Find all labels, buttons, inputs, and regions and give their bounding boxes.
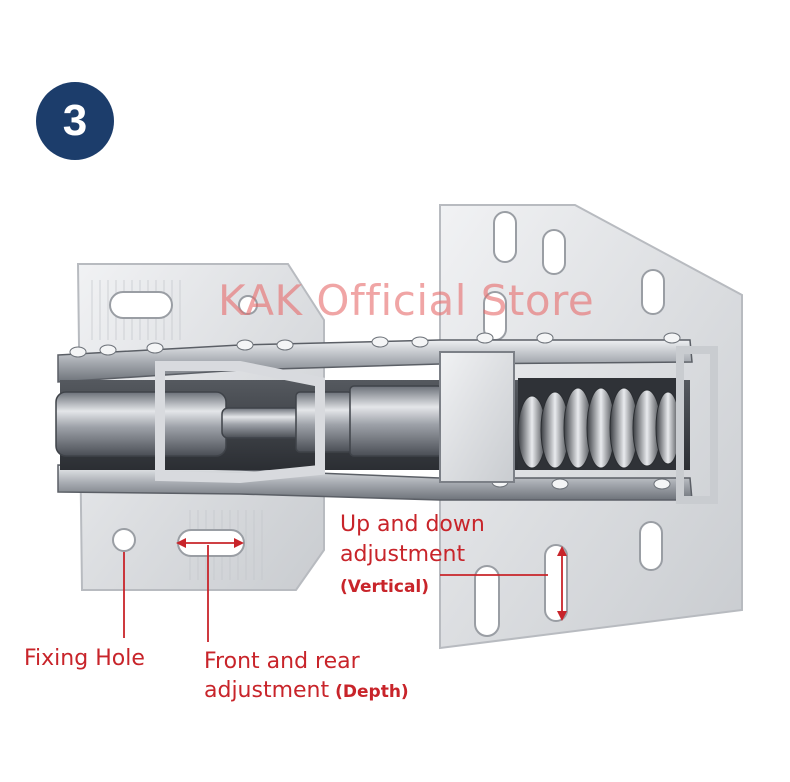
spring <box>517 378 681 470</box>
vertical-adjustment-detail: (Vertical) <box>340 577 429 597</box>
step-number-badge: 3 <box>36 82 114 160</box>
rivet <box>238 295 258 315</box>
depth-detail-text: (Depth) <box>335 682 409 702</box>
vertical-adjustment-label-line1: Up and down <box>340 512 485 537</box>
watermark-text: KAK Official Store <box>218 276 595 325</box>
vertical-adjustment-label-line2: adjustment <box>340 542 466 567</box>
depth-adjustment-label-line2: adjustment(Depth) <box>204 678 409 703</box>
annotation-lines <box>123 542 563 642</box>
fixing-hole-label: Fixing Hole <box>24 646 145 671</box>
vertical-detail-text: (Vertical) <box>340 577 430 597</box>
depth-line2-text: adjustment <box>204 678 330 703</box>
depth-adjustment-label-line1: Front and rear <box>204 649 360 674</box>
